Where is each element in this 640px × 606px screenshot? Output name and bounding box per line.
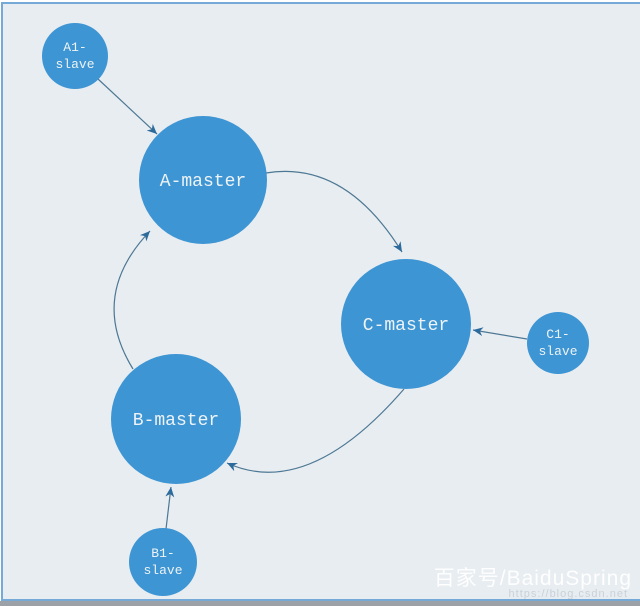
edge-b1-slave-to-b-master <box>165 486 175 530</box>
node-group: A-master B-master C-master A1- slave B1-… <box>42 23 589 596</box>
edge-a1-slave-to-a-master <box>97 78 158 135</box>
edge-b-master-to-a-master <box>113 230 151 370</box>
edge-group <box>97 78 528 530</box>
watermark-url: https://blog.csdn.net <box>508 588 628 600</box>
node-b-master-circle <box>111 354 241 484</box>
edge-c-master-to-b-master <box>226 388 405 473</box>
node-b1-slave-label-line1: B1- <box>151 546 174 561</box>
edge-c1-slave-to-c-master <box>472 327 528 340</box>
bottom-strip <box>0 601 640 606</box>
node-c-master-label: C-master <box>363 316 449 336</box>
node-a1-slave-circle <box>42 23 108 89</box>
node-b-master-label: B-master <box>133 411 219 431</box>
node-c1-slave-circle <box>527 312 589 374</box>
node-c1-slave-label-line2: slave <box>538 344 577 359</box>
watermark-badge: 百家号/BaiduSpring <box>433 567 632 590</box>
node-b1-slave-label-line2: slave <box>143 563 182 578</box>
node-a-master-label: A-master <box>160 172 246 192</box>
node-a1-slave-label-line1: A1- <box>63 40 86 55</box>
node-a1-slave-label-line2: slave <box>55 57 94 72</box>
node-c1-slave-label-line1: C1- <box>546 327 569 342</box>
node-c-master-circle <box>341 259 471 389</box>
edge-a-master-to-c-master <box>265 170 403 253</box>
node-a-master-circle <box>139 116 267 244</box>
node-b1-slave-circle <box>129 528 197 596</box>
